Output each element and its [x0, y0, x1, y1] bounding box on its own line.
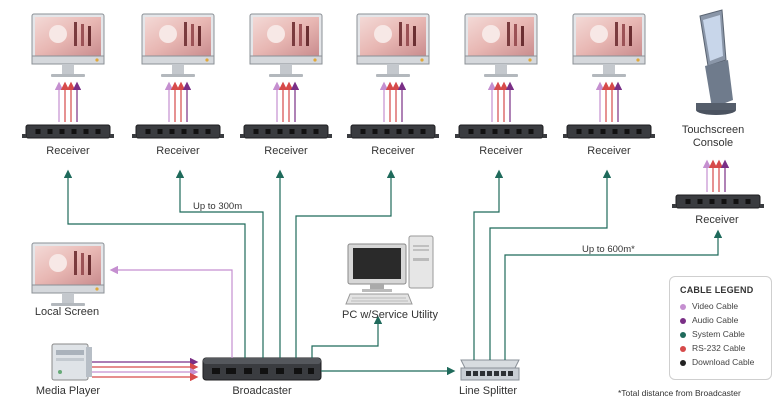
legend-item-video: Video Cable — [680, 301, 738, 311]
system-cable-pc — [311, 315, 383, 358]
video-cable-local — [109, 265, 233, 358]
network-switch-icon — [460, 359, 520, 381]
monitor-icon-2 — [141, 13, 215, 77]
legend-item-download: Download Cable — [680, 357, 754, 367]
receiver-box-icon-kiosk — [672, 194, 764, 209]
receiver-label-4: Receiver — [371, 145, 415, 157]
media-player-label: Media Player — [35, 385, 101, 397]
monitor-icon-1 — [31, 13, 105, 77]
system-cable-rx4 — [295, 169, 396, 358]
legend-dot-rs232 — [680, 345, 686, 352]
monitor-icon-local — [31, 242, 105, 306]
legend-label-rs232: RS-232 Cable — [692, 343, 746, 353]
legend-label-system: System Cable — [692, 329, 745, 339]
distance-label-300: Up to 300m — [193, 201, 243, 212]
media-player-icon — [51, 343, 92, 381]
receiver-label-3: Receiver — [264, 145, 308, 157]
legend-title: CABLE LEGEND — [680, 285, 754, 295]
distance-label-600: Up to 600m* — [582, 244, 635, 255]
receiver-box-icon-3 — [240, 124, 332, 139]
legend-dot-audio — [680, 317, 686, 324]
local-screen-label: Local Screen — [34, 306, 100, 318]
receiver-label-1: Receiver — [46, 145, 90, 157]
monitor-icon-6 — [572, 13, 646, 77]
pc-service-label: PC w/Service Utility — [342, 309, 438, 321]
legend-item-rs232: RS-232 Cable — [680, 343, 745, 353]
line-splitter-label: Line Splitter — [458, 385, 518, 397]
broadcaster-label: Broadcaster — [232, 385, 292, 397]
cable-legend: CABLE LEGEND Video Cable Audio Cable Sys… — [669, 276, 772, 380]
legend-item-audio: Audio Cable — [680, 315, 738, 325]
broadcaster-device-icon — [202, 357, 322, 381]
receiver-box-icon-1 — [22, 124, 114, 139]
receiver-label-2: Receiver — [156, 145, 200, 157]
touchscreen-kiosk-icon — [696, 9, 736, 115]
legend-dot-video — [680, 303, 686, 310]
local-screen-monitor-icon — [31, 242, 105, 306]
system-cable-kiosk — [504, 229, 723, 360]
monitor-icon-4 — [356, 13, 430, 77]
monitor-icon-3 — [249, 13, 323, 77]
receiver-box-icon-5 — [455, 124, 547, 139]
monitor-icon-5 — [464, 13, 538, 77]
receiver-box-icon-2 — [132, 124, 224, 139]
system-cable-rx6 — [489, 169, 612, 360]
receiver-box-icon-4 — [347, 124, 439, 139]
legend-label-video: Video Cable — [692, 301, 739, 311]
desktop-pc-icon — [345, 235, 434, 305]
footnote: *Total distance from Broadcaster — [618, 388, 741, 398]
receiver-label-6: Receiver — [587, 145, 631, 157]
receiver-box-icon-6 — [563, 124, 655, 139]
touchscreen-label-line2: Console — [692, 137, 734, 149]
touchscreen-label-line1: Touchscreen — [681, 124, 745, 136]
legend-dot-download — [680, 359, 686, 366]
system-cable-rx5 — [473, 169, 504, 360]
receiver-label-5: Receiver — [479, 145, 523, 157]
receiver-label-kiosk: Receiver — [695, 214, 739, 226]
system-cable-rx1 — [63, 169, 246, 358]
system-cable-rx2 — [175, 169, 264, 358]
legend-item-system: System Cable — [680, 329, 745, 339]
legend-label-download: Download Cable — [692, 357, 755, 367]
legend-dot-system — [680, 331, 686, 338]
legend-label-audio: Audio Cable — [692, 315, 739, 325]
